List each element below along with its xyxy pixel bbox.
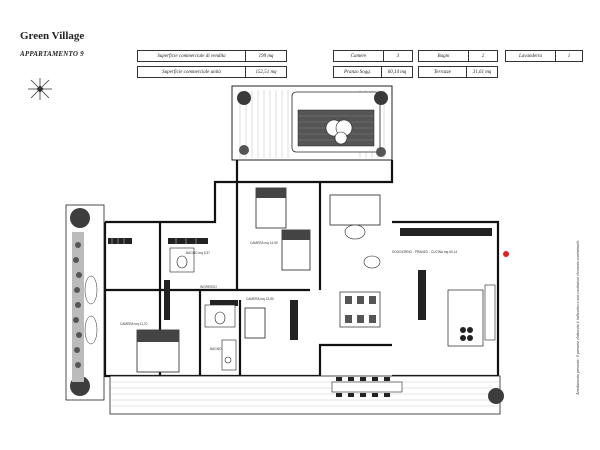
stat-value: 2 [468,51,497,61]
left-balcony [65,204,105,401]
stat-living: Pranzo Sogg. 60,14 mq [333,66,413,78]
stat-label: Superficie commerciale di vendita [157,53,226,59]
stat-value: 1 [555,51,582,61]
room-labels: CAMERA mq 14,50 BAGNO mq 5,37 CAMERA mq … [120,241,457,351]
stat-label: Superficie commerciale unità [162,69,221,75]
disclaimer-note: Arredamento presente: il presente elabor… [575,239,580,395]
room-label: CAMERA mq 11,70 [120,322,148,326]
stat-value: 31,61 mq [466,67,497,77]
stat-label: Terrazze [433,69,452,75]
compass-icon [28,78,52,100]
room-label: BAGNO mq 5,37 [186,251,210,255]
room-label: INGRESSO [200,285,217,289]
room-label: BAGNO [210,347,222,351]
bedroom-furniture [108,187,311,373]
stat-label: Lavanderia [518,53,543,59]
stat-terraces: Terrazze 31,61 mq [418,66,498,78]
stat-value: 152,51 mq [245,67,286,77]
bottom-terrace [109,375,504,415]
living-area-furniture [329,194,509,347]
stat-commercial-unit: Superficie commerciale unità 152,51 mq [137,66,287,78]
room-label: CAMERA mq 13,80 [246,297,274,301]
room-label: SOGGIORNO - PRANZO - CUCINA mq 60,14 [392,250,457,254]
stat-laundry: Lavanderia 1 [505,50,583,62]
project-title: Green Village [20,30,85,42]
stat-commercial-sale: Superficie commerciale di vendita 199 mq [137,50,287,62]
stat-label: Pranzo Sogg. [344,69,371,75]
stat-bathrooms: Bagni 2 [418,50,498,62]
bathroom-fixtures [169,247,237,371]
stat-label: Camere [350,53,367,59]
top-terrace [231,85,393,161]
stat-rooms: Camere 3 [333,50,413,62]
apartment-subtitle: APPARTAMENTO 9 [20,50,84,58]
room-label: CAMERA mq 14,50 [250,241,278,245]
stat-value: 199 mq [245,51,286,61]
stat-label: Bagni [437,53,450,59]
stat-value: 60,14 mq [381,67,412,77]
stat-value: 3 [383,51,412,61]
